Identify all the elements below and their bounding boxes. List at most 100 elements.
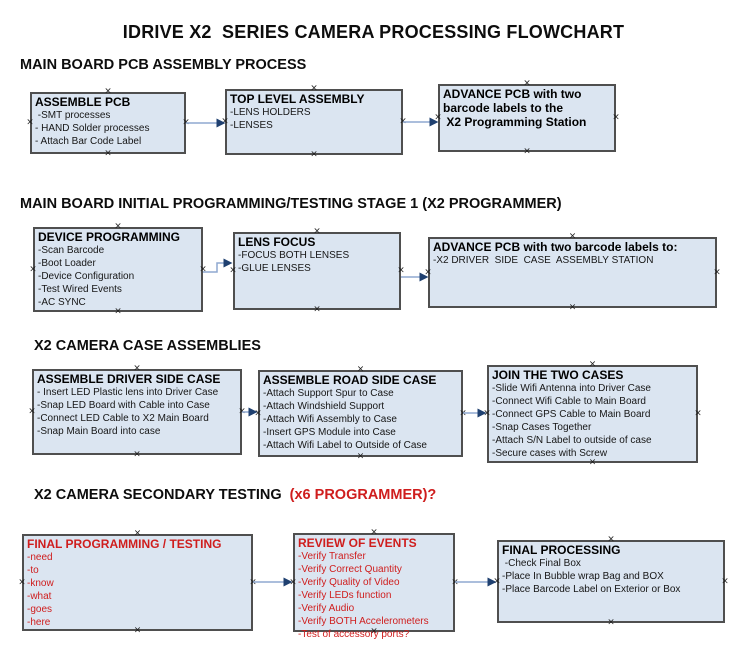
box-body: -X2 DRIVER SIDE CASE ASSEMBLY STATION <box>433 254 712 267</box>
connection-anchor-icon: × <box>607 617 615 628</box>
box-title: ASSEMBLE ROAD SIDE CASE <box>263 373 437 387</box>
box-text-line: -Connect Wifi Cable to Main Board <box>492 396 646 407</box>
flow-box-advance-to-programming-station: ADVANCE PCB with two barcode labels to t… <box>434 79 620 156</box>
connection-anchor-icon: × <box>451 577 459 587</box>
box-text-line: -Attach Support Spur to Case <box>263 388 394 399</box>
flow-box-final-processing: FINAL PROCESSING -Check Final Box -Place … <box>493 535 729 627</box>
box-text-line: -AC SYNC <box>38 297 86 308</box>
page-title: IDRIVE X2 SERIES CAMERA PROCESSING FLOWC… <box>122 22 625 42</box>
box-text-line: -Snap Main Board into case <box>37 426 161 437</box>
connection-anchor-icon: × <box>721 576 729 586</box>
box-text-line: -to <box>27 565 39 576</box>
box-body: - Insert LED Plastic lens into Driver Ca… <box>37 386 237 438</box>
section-heading-case-assemblies: X2 CAMERA CASE ASSEMBLIES <box>34 338 261 354</box>
box-body: -SMT processes - HAND Solder processes - A… <box>35 109 181 148</box>
box-text-line: -know <box>27 578 54 589</box>
box-text-line: -Attach Wifi Assembly to Case <box>263 414 397 425</box>
flow-box-advance-to-case-assembly: ADVANCE PCB with two barcode labels to: … <box>424 232 721 312</box>
box-text-line: -Test of accessory ports? <box>298 629 410 640</box>
box-body: -need -to -know -what -goes -here <box>27 551 248 629</box>
box-text-line: -LENS HOLDERS <box>230 107 311 118</box>
box-text-line: - Attach Bar Code Label <box>35 136 142 147</box>
box-text-line: -what <box>27 591 52 602</box>
box-text-line: -here <box>27 617 51 628</box>
box-title: ADVANCE PCB with two barcode labels to t… <box>443 87 587 129</box>
box-text-line: -Device Configuration <box>38 271 135 282</box>
connection-anchor-icon: × <box>104 148 112 159</box>
connection-anchor-icon: × <box>523 146 531 157</box>
connection-anchor-icon: × <box>483 408 491 419</box>
box-text-line: -Attach S/N Label to outside of case <box>492 435 652 446</box>
section-heading-text: X2 CAMERA CASE ASSEMBLIES <box>34 338 261 354</box>
connection-anchor-icon: × <box>713 267 721 277</box>
section-heading-pcb-assembly: MAIN BOARD PCB ASSEMBLY PROCESS <box>20 57 306 73</box>
section-heading-text: MAIN BOARD INITIAL PROGRAMMING/TESTING S… <box>20 196 562 212</box>
connection-anchor-icon: × <box>182 117 190 128</box>
box-text-line: -GLUE LENSES <box>238 263 311 274</box>
box-title: ASSEMBLE DRIVER SIDE CASE <box>37 372 221 386</box>
box-text-line: -Check Final Box <box>502 558 581 569</box>
flow-box-join-the-two-cases: JOIN THE TWO CASES -Slide Wifi Antenna i… <box>483 360 702 467</box>
box-text-line: -SMT processes <box>35 110 111 121</box>
box-body: -FOCUS BOTH LENSES -GLUE LENSES <box>238 249 396 275</box>
box-title: LENS FOCUS <box>238 235 316 249</box>
connection-anchor-icon: × <box>199 264 207 274</box>
box-text-line: -Verify LEDs function <box>298 590 392 601</box>
connection-anchor-icon: × <box>18 577 26 587</box>
box-text-line: -Verify Correct Quantity <box>298 564 402 575</box>
box-text-line: -Boot Loader <box>38 258 96 269</box>
box-text-line: -Scan Barcode <box>38 245 105 256</box>
box-text-line: -Connect LED Cable to X2 Main Board <box>37 413 209 424</box>
box-body: -LENS HOLDERS-LENSES <box>230 106 398 132</box>
box-text-line: -X2 DRIVER SIDE CASE ASSEMBLY STATION <box>433 255 654 266</box>
box-title: ASSEMBLE PCB <box>35 95 131 109</box>
connection-anchor-icon: × <box>229 265 237 276</box>
box-title: FINAL PROGRAMMING / TESTING <box>27 537 222 551</box>
connection-anchor-icon: × <box>612 112 620 123</box>
box-body: -Check Final Box -Place In Bubble wrap Ba… <box>502 557 720 596</box>
box-body: -Scan Barcode -Boot Loader -Device Configu… <box>38 244 198 309</box>
box-text-line: -Snap Cases Together <box>492 422 592 433</box>
connection-anchor-icon: × <box>29 264 37 274</box>
section-heading-red-text: (x6 PROGRAMMER)? <box>285 487 437 503</box>
section-heading-initial-programming: MAIN BOARD INITIAL PROGRAMMING/TESTING S… <box>20 196 562 212</box>
connection-anchor-icon: × <box>397 265 405 276</box>
box-text-line: -Verify BOTH Accelerometers <box>298 616 429 627</box>
connection-anchor-icon: × <box>493 576 501 586</box>
section-heading-text: X2 CAMERA SECONDARY TESTING <box>34 487 286 503</box>
connection-anchor-icon: × <box>459 408 467 418</box>
connector-device-programming-to-lens-focus <box>203 258 233 273</box>
box-text-line: -Place Barcode Label on Exterior or Box <box>502 584 681 595</box>
flow-box-review-of-events: REVIEW OF EVENTS -Verify Transfer-Verify… <box>289 528 459 640</box>
box-text-line: - HAND Solder processes <box>35 123 150 134</box>
section-heading-text: MAIN BOARD PCB ASSEMBLY PROCESS <box>20 57 307 73</box>
connection-anchor-icon: × <box>694 408 702 419</box>
box-title: FINAL PROCESSING <box>502 543 621 557</box>
flow-box-lens-focus: LENS FOCUS -FOCUS BOTH LENSES -GLUE LENSE… <box>229 227 405 314</box>
connection-anchor-icon: × <box>221 116 229 127</box>
box-text-line: -Verify Quality of Video <box>298 577 400 588</box>
box-text-line: -Verify Audio <box>298 603 355 614</box>
flow-box-device-programming: DEVICE PROGRAMMING -Scan Barcode-Boot Lo… <box>29 222 207 316</box>
connection-anchor-icon: × <box>434 112 442 123</box>
box-title: ADVANCE PCB with two barcode labels to: <box>433 240 678 254</box>
box-title: JOIN THE TWO CASES <box>492 368 624 382</box>
box-text-line: -FOCUS BOTH LENSES <box>238 250 350 261</box>
box-text-line: -Attach Windshield Support <box>263 401 385 412</box>
flow-box-assemble-driver-side-case: ASSEMBLE DRIVER SIDE CASE - Insert LED P… <box>28 364 246 459</box>
connection-anchor-icon: × <box>254 408 262 418</box>
connection-anchor-icon: × <box>313 304 321 315</box>
connection-anchor-icon: × <box>399 116 407 127</box>
connection-anchor-icon: × <box>356 451 365 462</box>
flow-box-assemble-road-side-case: ASSEMBLE ROAD SIDE CASE -Attach Support … <box>254 365 467 461</box>
box-text-line: -Attach Wifi Label to Outside of Case <box>263 440 427 451</box>
connection-anchor-icon: × <box>26 117 34 128</box>
box-text-line: -Insert GPS Module into Case <box>263 427 396 438</box>
box-text-line: -need <box>27 552 53 563</box>
box-text-line: -goes <box>27 604 53 615</box>
connection-anchor-icon: × <box>249 577 257 587</box>
box-body: -Verify Transfer-Verify Correct Quantity… <box>298 550 450 641</box>
connection-anchor-icon: × <box>289 577 297 587</box>
box-text-line: -Place In Bubble wrap Bag and BOX <box>502 571 664 582</box>
